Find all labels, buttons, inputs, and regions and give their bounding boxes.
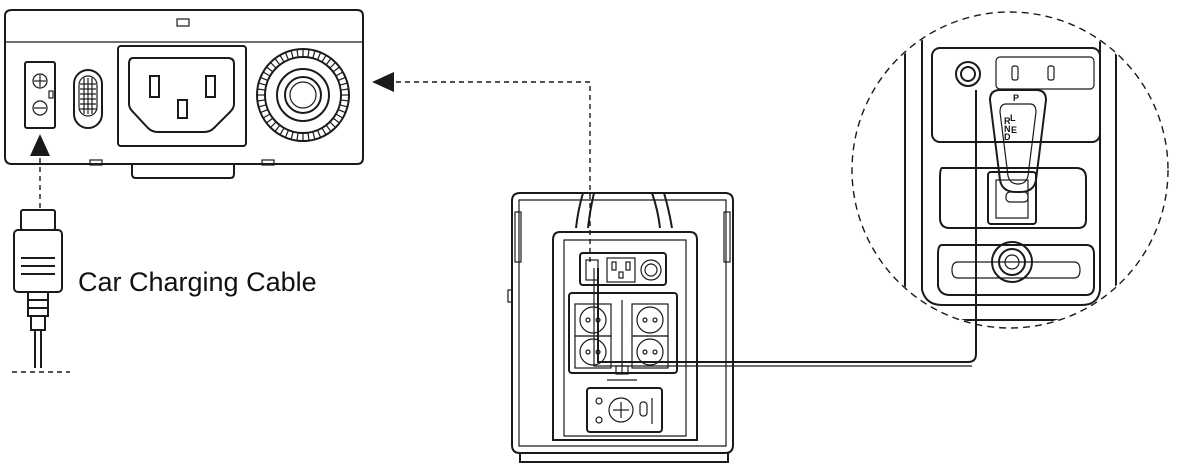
power-station <box>507 192 734 463</box>
grille-icon <box>73 69 103 129</box>
port-panel-closeup <box>4 9 364 208</box>
svg-text:L: L <box>1010 113 1016 123</box>
cable-label: Car Charging Cable <box>78 267 317 297</box>
schuko-outlet-icon <box>574 335 612 369</box>
ac-outlet-icon <box>117 45 247 147</box>
svg-text:D: D <box>1004 132 1011 142</box>
car-charging-cable-plug <box>12 209 70 373</box>
schuko-outlet-icon <box>574 303 612 337</box>
schuko-outlet-group <box>574 303 669 369</box>
car-console-closeup: P R L N D E <box>851 11 1169 329</box>
svg-text:P: P <box>1013 93 1019 103</box>
svg-text:R: R <box>1004 116 1011 126</box>
car-socket-icon <box>24 61 56 129</box>
arrow-left-icon <box>372 72 394 92</box>
schuko-outlet-icon <box>631 303 669 337</box>
svg-text:N: N <box>1004 124 1011 134</box>
arrow-up-icon <box>30 134 50 156</box>
svg-text:E: E <box>1011 125 1017 135</box>
schuko-outlet-icon <box>631 335 669 369</box>
dc-port-icon <box>256 48 350 142</box>
